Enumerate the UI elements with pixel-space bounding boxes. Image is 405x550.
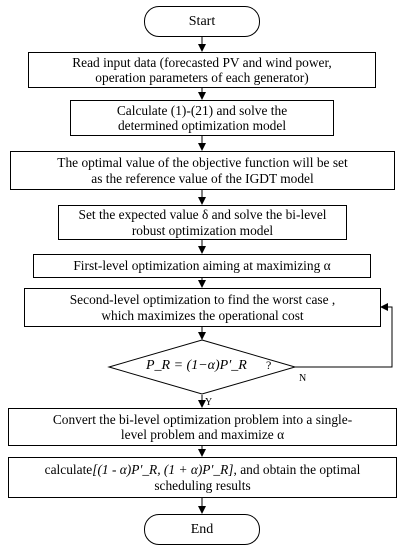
step-convert-line2: level problem and maximize α [120,427,285,442]
step-objective-line1: The optimal value of the objective funct… [57,155,348,170]
step-calculate-line1: Calculate (1)-(21) and solve the [116,102,288,118]
step-interval-prefix: calculate [44,462,93,477]
step-read-input: Read input data (forecasted PV and wind … [28,52,376,88]
decision-condition: P_R = (1−α)P′_R [146,358,247,374]
step-set-expected-line2: robust optimization model [131,222,274,238]
edge-decision-no-loop [295,303,393,368]
step-convert-line1: Convert the bi-level optimization proble… [52,411,353,427]
step-calculate-line2: determined optimization model [117,118,287,133]
start-terminal: Start [144,6,260,37]
decision-question: ? [266,358,271,373]
end-terminal: End [144,514,260,545]
step-objective-reference: The optimal value of the objective funct… [10,151,395,190]
step-second-level: Second-level optimization to find the wo… [24,288,381,327]
start-label: Start [188,13,216,29]
step-read-input-line1: Read input data (forecasted PV and wind … [72,54,332,70]
step-read-input-line2: operation parameters of each generator) [95,70,309,85]
step-set-expected-line1: Set the expected value δ and solve the b… [78,207,327,222]
step-convert-single-level: Convert the bi-level optimization proble… [8,408,397,446]
label-yes: Y [205,397,213,408]
step-first-level: First-level optimization aiming at maxim… [33,254,371,278]
step-calculate: Calculate (1)-(21) and solve the determi… [70,100,334,136]
step-interval-suffix: , and obtain the optimal [233,462,361,477]
step-first-level-label: First-level optimization aiming at maxim… [73,258,331,274]
step-second-level-line2: which maximizes the operational cost [101,307,304,323]
step-objective-line2: as the reference value of the IGDT model [91,170,314,186]
decision-question-mark: ? [266,358,272,372]
label-no: N [299,373,307,384]
step-interval-formula: [(1 - α)P′_R, (1 + α)P′_R] [92,462,234,477]
step-interval-line1: calculate[(1 - α)P′_R, (1 + α)P′_R], and… [45,462,361,478]
decision-diamond [107,339,297,395]
step-second-level-line1: Second-level optimization to find the wo… [69,292,336,307]
step-calculate-interval: calculate[(1 - α)P′_R, (1 + α)P′_R], and… [8,457,397,498]
step-set-expected-value: Set the expected value δ and solve the b… [58,205,347,240]
step-interval-line2: scheduling results [154,477,251,493]
decision-formula: P_R = (1−α)P′_R [146,358,247,373]
end-label: End [190,521,214,537]
